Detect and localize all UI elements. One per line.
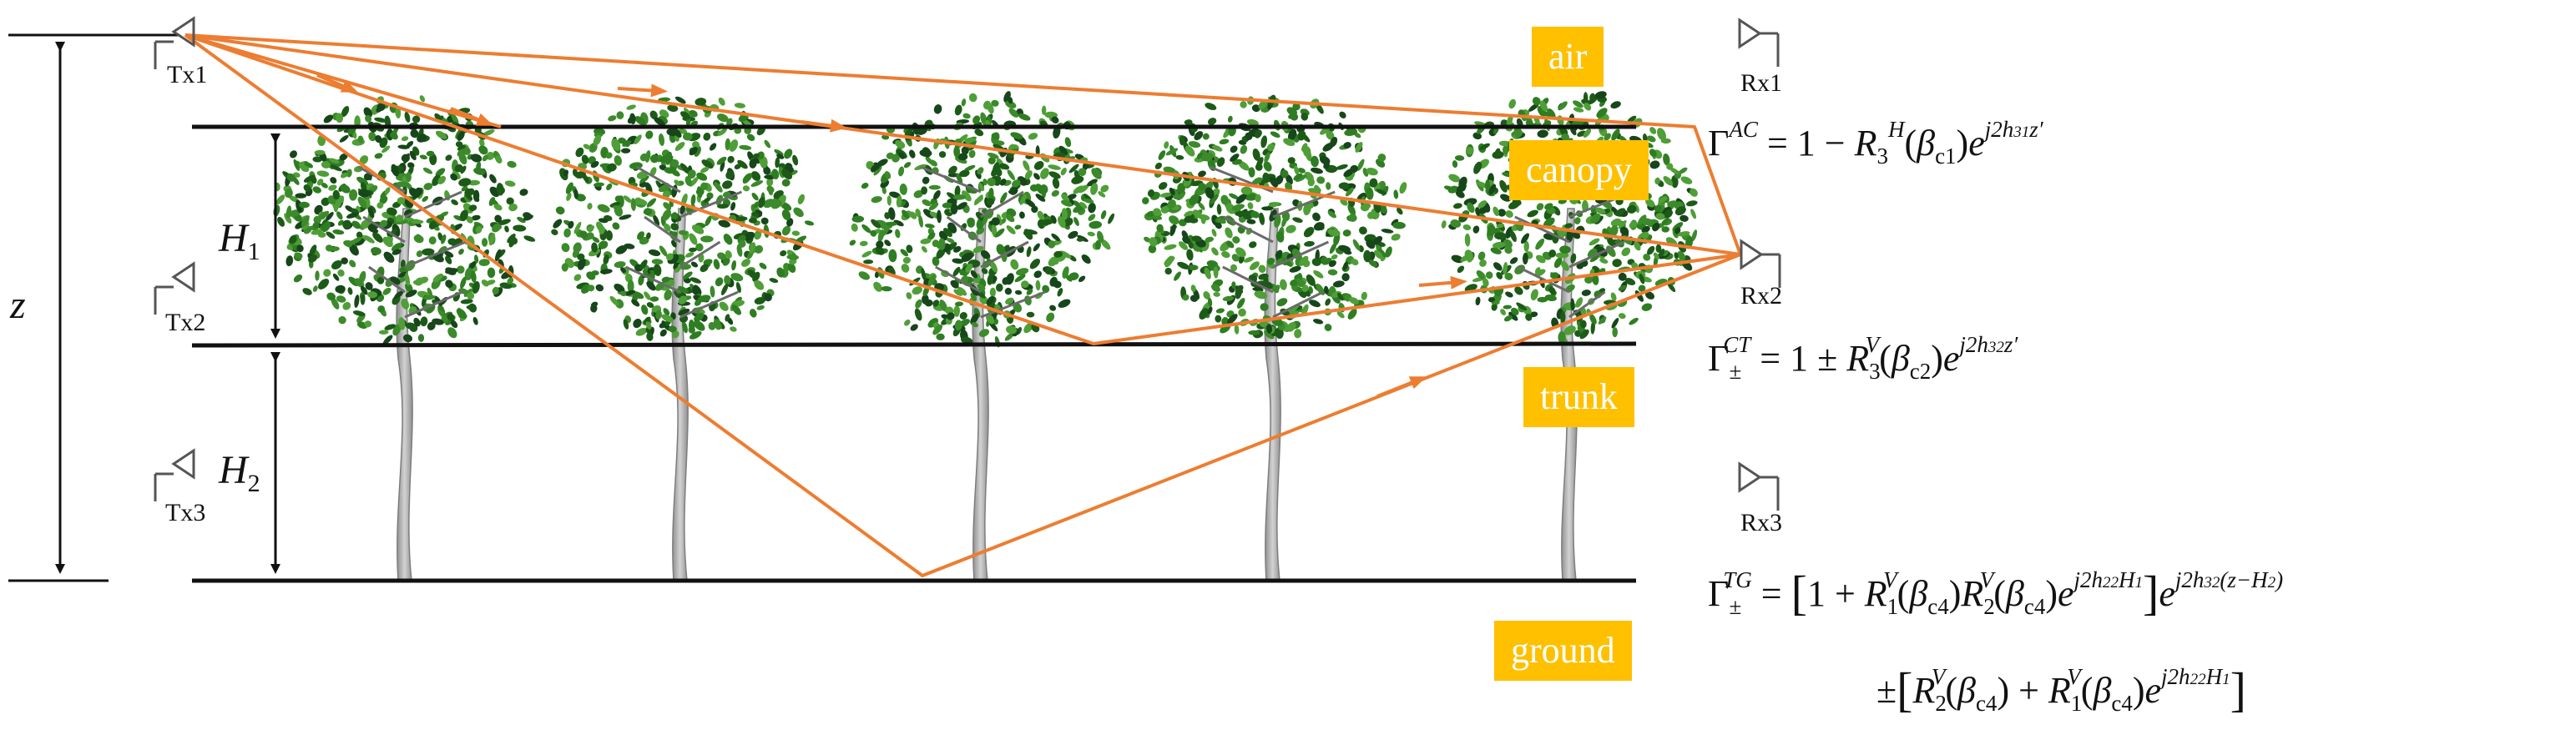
equation-trunk-ground-2: ±[R2V(βc4) + R1V(βc4)ej2h22H1] [1876, 662, 2246, 717]
ray-arrowhead [801, 118, 847, 133]
rx2-label: Rx2 [1740, 282, 1783, 310]
ray-paths [184, 33, 1742, 577]
tx1-label: Tx1 [167, 61, 208, 88]
rx1-label: Rx1 [1740, 69, 1783, 97]
layer-label-canopy: canopy [1509, 140, 1649, 200]
tree-trunk [972, 208, 989, 581]
ray-arrowhead [1418, 275, 1467, 289]
tree-icon [849, 91, 1115, 581]
rx3-antenna [1738, 461, 1780, 511]
h1-subscript: 1 [247, 238, 260, 265]
tree-icon [273, 95, 536, 581]
canopy-trunk-boundary [191, 341, 1637, 348]
layer-boundaries [8, 33, 1637, 583]
layer-label-trunk: trunk [1523, 367, 1634, 427]
h2-letter: H [219, 448, 248, 492]
tree-trunk [671, 208, 689, 581]
tx3-label: Tx3 [165, 499, 206, 526]
ray-canopy-reflect [184, 33, 1741, 345]
ray-ground-reflect [184, 33, 1741, 577]
h1-label: H1 [219, 219, 260, 264]
h2-subscript: 2 [247, 470, 260, 497]
rx2-antenna [1740, 239, 1781, 288]
z-label: z [10, 283, 26, 327]
tx2-antenna [154, 261, 195, 315]
tx2-label: Tx2 [165, 309, 206, 336]
equation-trunk-ground-1: Γ±TG = [1 + R1V(βc4)R2V(βc4)ej2h22H1]ej2… [1708, 566, 2284, 620]
layer-label-ground: ground [1494, 621, 1632, 681]
tx3-antenna [154, 448, 195, 501]
equation-air-canopy: ΓAC = 1 − R3H(βc1)ej2h31z′ [1708, 117, 2043, 169]
ray-arrowhead [316, 73, 359, 93]
h1-letter: H [219, 216, 248, 260]
tx1-antenna [154, 16, 195, 69]
forest-trees [273, 91, 1698, 581]
h2-label: H2 [219, 451, 260, 496]
antennas [154, 16, 1781, 511]
ray-arrowhead [1376, 376, 1427, 398]
tree-crown [551, 96, 815, 341]
tree-crown [1142, 94, 1407, 340]
dimension-arrows [55, 42, 280, 574]
rx1-antenna [1738, 18, 1780, 67]
layer-label-air: air [1532, 27, 1604, 87]
equation-canopy-trunk: Γ±CT = 1 ± R3V(βc2)ej2h32z′ [1708, 332, 2018, 384]
tree-icon [551, 96, 815, 581]
tree-trunk [1264, 208, 1281, 581]
tree-crown [273, 95, 536, 345]
rx3-label: Rx3 [1740, 509, 1783, 536]
ray-arrowheads [316, 73, 1467, 398]
ray-arrowhead [450, 107, 494, 126]
tree-icon [1142, 94, 1407, 581]
ray-direct-rx1 [184, 33, 1742, 255]
ray-arrowhead [617, 83, 668, 98]
